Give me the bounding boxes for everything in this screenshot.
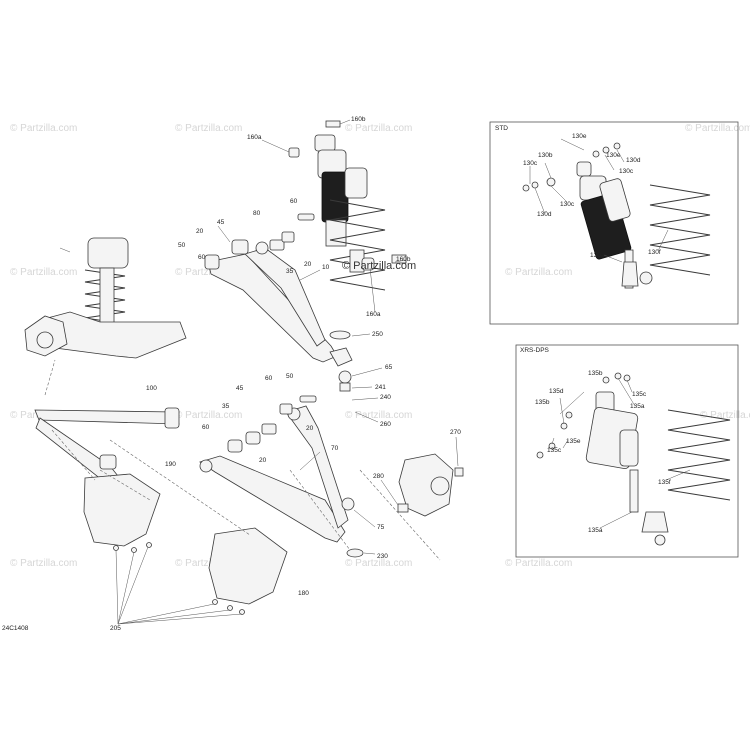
callout-35-lower: 35 [222,403,230,410]
callout-45-lower: 45 [236,385,244,392]
callout-60b: 60 [198,254,206,261]
callout-130f: 130f [648,249,661,256]
watermark: © Partzilla.com [345,410,412,421]
main-watermark: © Partzilla.com [342,260,416,272]
callout-60-lower: 60 [265,375,273,382]
callout-230: 230 [377,553,388,560]
callout-35: 35 [286,268,294,275]
callout-180: 180 [298,590,309,597]
callout-20b: 20 [304,261,312,268]
callout-20-lower-b: 20 [306,425,314,432]
callout-135c: 135c [632,391,647,398]
std-panel-frame [489,121,739,325]
callout-130c-b: 130c [560,201,575,208]
callout-60: 60 [290,198,298,205]
callout-160a-mid: 160a [366,311,381,318]
callout-20-lower: 20 [259,457,267,464]
callout-135c-b: 135c [547,447,562,454]
callout-135a: 135a [588,527,603,534]
lower-a-arm [199,395,364,558]
watermark: © Partzilla.com [345,123,412,134]
callout-130a: 130a [590,252,605,259]
callout-135e: 135e [566,438,581,445]
callout-130e-b: 130e [606,152,621,159]
callout-130d-b: 130d [537,211,552,218]
callout-50: 50 [178,242,186,249]
callout-20: 20 [196,228,204,235]
callout-190: 190 [165,461,176,468]
watermark: © Partzilla.com [175,123,242,134]
callout-160b-mid: 160b [396,256,411,263]
std-panel-title: STD [495,125,508,132]
callout-130e: 130e [572,133,587,140]
callout-10: 10 [322,264,330,271]
callout-70: 70 [331,445,339,452]
watermark: © Partzilla.com [505,267,572,278]
callout-240: 240 [380,394,391,401]
upper-shock-absorber [288,120,407,291]
callout-60-lower-b: 60 [202,424,210,431]
overview-assembly [24,237,187,481]
callout-260: 260 [380,421,391,428]
callout-205: 205 [110,625,121,632]
callout-241: 241 [375,384,386,391]
callout-labels: 160b 160a 60 80 45 20 50 60 35 20 160b 1… [2,116,671,632]
callout-270: 270 [450,429,461,436]
std-panel: STD [489,121,739,325]
callout-45: 45 [217,219,225,226]
upper-a-arm [204,213,353,392]
callout-135a-top: 135a [630,403,645,410]
callout-130c-a: 130c [523,160,538,167]
callout-65: 65 [385,364,393,371]
assembly-guides [44,359,441,561]
callout-75: 75 [377,524,385,531]
callout-160b: 160b [351,116,366,123]
watermark: © Partzilla.com [505,558,572,569]
watermark: © Partzilla.com [175,558,242,569]
leader-lines [59,119,459,625]
xrs-dps-panel-title: XRS-DPS [520,347,550,354]
watermark: © Partzilla.com [345,558,412,569]
callout-135b: 135b [588,370,603,377]
callout-250: 250 [372,331,383,338]
callout-130b: 130b [538,152,553,159]
callout-100: 100 [146,385,157,392]
callout-130d: 130d [626,157,641,164]
knuckle [397,453,464,517]
xrs-dps-panel: XRS-DPS [515,344,739,558]
watermark: © Partzilla.com [175,267,242,278]
callout-160a: 160a [247,134,262,141]
diagram-code: 24C1408 [2,625,29,632]
guards [83,473,288,615]
watermark: © Partzilla.com [685,123,750,134]
watermark: © Partzilla.com [175,410,242,421]
callout-80: 80 [253,210,261,217]
watermark: © Partzilla.com [10,123,77,134]
callout-135d: 135d [549,388,564,395]
watermark: © Partzilla.com [10,267,77,278]
watermark: © Partzilla.com [700,410,750,421]
callout-280: 280 [373,473,384,480]
callout-135b-b: 135b [535,399,550,406]
xrs-dps-panel-frame [515,344,739,558]
callout-50-lower: 50 [286,373,294,380]
callout-135f: 135f [658,479,671,486]
watermark: © Partzilla.com [10,558,77,569]
callout-130c: 130c [619,168,634,175]
